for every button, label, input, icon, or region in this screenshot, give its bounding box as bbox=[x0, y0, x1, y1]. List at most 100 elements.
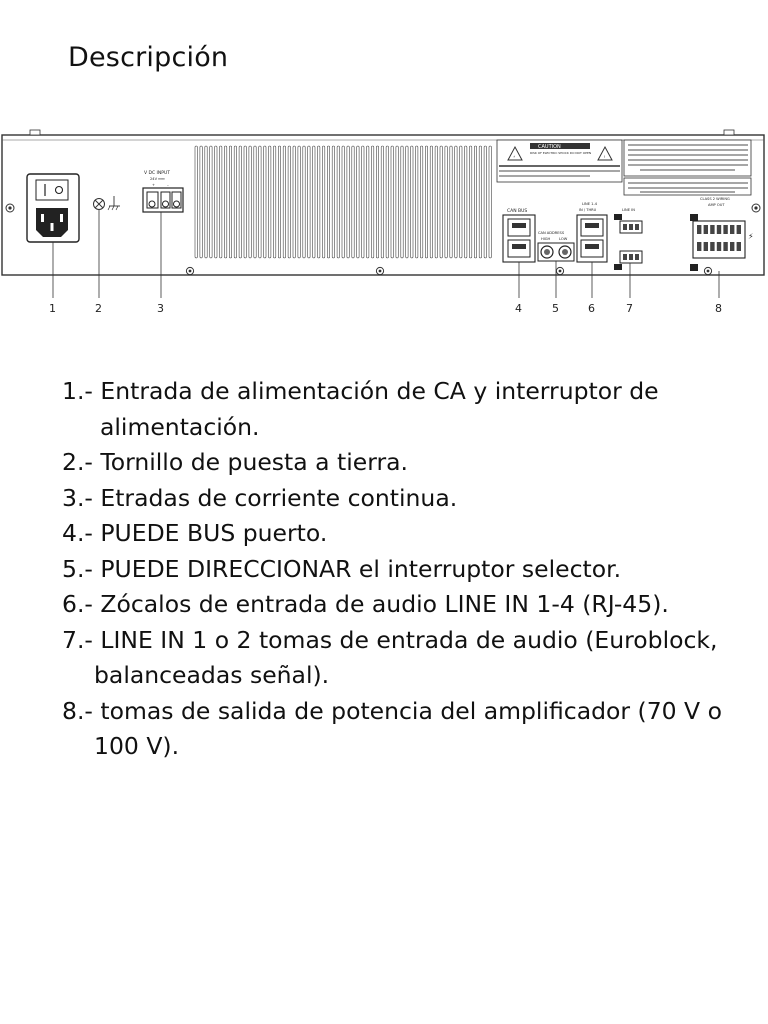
vent-slot bbox=[233, 145, 237, 259]
list-item-text: 6.- Zócalos de entrada de audio LINE IN … bbox=[62, 590, 669, 618]
dc-input-terminal-icon: V DC INPUT 24V ═══ +– bbox=[142, 170, 184, 213]
vent-slot bbox=[336, 145, 340, 259]
vent-slot bbox=[488, 145, 492, 259]
vent-slot bbox=[238, 145, 242, 259]
dc-input-voltage: 24V ═══ bbox=[150, 177, 166, 181]
vent-slot bbox=[302, 145, 306, 259]
callout-2: 2 bbox=[95, 302, 102, 315]
rear-panel-diagram: V DC INPUT 24V ═══ +– ⚡ ! CAUTION RISK O… bbox=[1, 129, 765, 315]
can-address-switch-icon: CAN ADDRESS HIGH LOW bbox=[537, 231, 575, 262]
vent-slot bbox=[375, 145, 379, 259]
vent-slot bbox=[415, 145, 419, 259]
list-item-text: 1.- Entrada de alimentación de CA y inte… bbox=[62, 377, 659, 405]
vent-slot bbox=[326, 145, 330, 259]
amp-out-pin bbox=[710, 242, 715, 251]
amp-out-terminals-icon: CLASS 2 WIRING AMP OUT ⚡ bbox=[690, 197, 754, 271]
vent-slot bbox=[307, 145, 311, 259]
callout-numbers: 1 2 3 4 5 6 7 8 bbox=[49, 302, 722, 315]
vent-slot bbox=[312, 145, 316, 259]
ventilation-slots bbox=[194, 145, 492, 259]
vent-slot bbox=[434, 145, 438, 259]
callout-6: 6 bbox=[588, 302, 595, 315]
list-item-text: 8.- tomas de salida de potencia del ampl… bbox=[62, 696, 722, 725]
vent-slot bbox=[410, 145, 414, 259]
amp-out-pin bbox=[723, 242, 728, 251]
vent-slot bbox=[361, 145, 365, 259]
list-item: 4.- PUEDE BUS puerto. bbox=[62, 516, 752, 552]
vent-slot bbox=[473, 145, 477, 259]
vent-slot bbox=[292, 145, 296, 259]
vent-slot bbox=[483, 145, 487, 259]
callout-7: 7 bbox=[626, 302, 633, 315]
rack-screw-icon bbox=[5, 203, 761, 276]
list-item: 5.- PUEDE DIRECCIONAR el interruptor sel… bbox=[62, 552, 752, 588]
vent-slot bbox=[317, 145, 321, 259]
vent-slot bbox=[282, 145, 286, 259]
vent-slot bbox=[356, 145, 360, 259]
amp-out-pin bbox=[730, 242, 735, 251]
list-item-text: 2.- Tornillo de puesta a tierra. bbox=[62, 448, 408, 476]
vent-slot bbox=[439, 145, 443, 259]
page-title: Descripción bbox=[68, 42, 229, 73]
amp-out-pin bbox=[723, 225, 728, 234]
list-item-text: 5.- PUEDE DIRECCIONAR el interruptor sel… bbox=[62, 554, 622, 583]
amp-out-pin bbox=[736, 242, 741, 251]
can-address-label: CAN ADDRESS bbox=[538, 231, 565, 235]
list-item-text: 4.- PUEDE BUS puerto. bbox=[62, 519, 328, 547]
list-item: 8.- tomas de salida de potencia del ampl… bbox=[62, 694, 752, 765]
vent-slot bbox=[331, 145, 335, 259]
vent-slot bbox=[444, 145, 448, 259]
svg-text:⚡: ⚡ bbox=[748, 232, 754, 241]
vent-slot bbox=[297, 145, 301, 259]
description-list: 1.- Entrada de alimentación de CA y inte… bbox=[62, 374, 752, 765]
vent-slot bbox=[194, 145, 198, 259]
list-item: 2.- Tornillo de puesta a tierra. bbox=[62, 445, 752, 481]
caution-subtitle: RISK OF ELECTRIC SHOCK DO NOT OPEN bbox=[530, 151, 591, 155]
amp-out-pin bbox=[697, 225, 702, 234]
caution-title: CAUTION bbox=[538, 144, 561, 150]
vent-slot bbox=[420, 145, 424, 259]
vent-slot bbox=[346, 145, 350, 259]
callout-leaders bbox=[52, 210, 720, 298]
callout-3: 3 bbox=[157, 302, 164, 315]
vent-slot bbox=[209, 145, 213, 259]
vent-slot bbox=[273, 145, 277, 259]
vent-slot bbox=[449, 145, 453, 259]
vent-slot bbox=[248, 145, 252, 259]
callout-5: 5 bbox=[552, 302, 559, 315]
vent-slot bbox=[424, 145, 428, 259]
list-item: 1.- Entrada de alimentación de CA y inte… bbox=[62, 374, 752, 445]
list-item-text: 7.- LINE IN 1 o 2 tomas de entrada de au… bbox=[62, 625, 718, 654]
can-bus-ports-icon: CAN BUS bbox=[502, 208, 536, 263]
amp-out-pin bbox=[736, 225, 741, 234]
can-address-high-label: HIGH bbox=[541, 237, 551, 241]
vent-slot bbox=[390, 145, 394, 259]
amp-out-pin bbox=[716, 242, 722, 251]
vent-slot bbox=[380, 145, 384, 259]
svg-text:–: – bbox=[167, 183, 169, 187]
vent-slot bbox=[366, 145, 370, 259]
vent-slot bbox=[429, 145, 433, 259]
svg-text:⚡: ⚡ bbox=[513, 155, 516, 159]
caution-label: ⚡ ! CAUTION RISK OF ELECTRIC SHOCK DO NO… bbox=[496, 139, 623, 183]
amp-out-pin bbox=[716, 225, 722, 234]
vent-slot bbox=[351, 145, 355, 259]
amp-out-pin bbox=[710, 225, 715, 234]
callout-4: 4 bbox=[515, 302, 522, 315]
callout-8: 8 bbox=[715, 302, 722, 315]
list-item-continuation: balanceadas señal). bbox=[94, 661, 330, 689]
line-in-label: LINE IN bbox=[622, 208, 635, 212]
line-1-4-label: LINE 1-4 bbox=[582, 202, 598, 206]
vent-slot bbox=[322, 145, 326, 259]
list-item-continuation: alimentación. bbox=[100, 412, 260, 441]
can-address-low-label: LOW bbox=[559, 237, 568, 241]
vent-slot bbox=[341, 145, 345, 259]
list-item-continuation: 100 V). bbox=[94, 732, 180, 760]
line-in-rj45-ports-icon: LINE 1-4 IN / THRU bbox=[576, 202, 608, 263]
svg-text:+: + bbox=[152, 183, 155, 187]
vent-slot bbox=[277, 145, 281, 259]
line-in-euroblock-icon: LINE IN bbox=[614, 208, 643, 270]
vent-slot bbox=[459, 145, 463, 259]
amp-out-pin bbox=[703, 225, 708, 234]
vent-slot bbox=[263, 145, 267, 259]
